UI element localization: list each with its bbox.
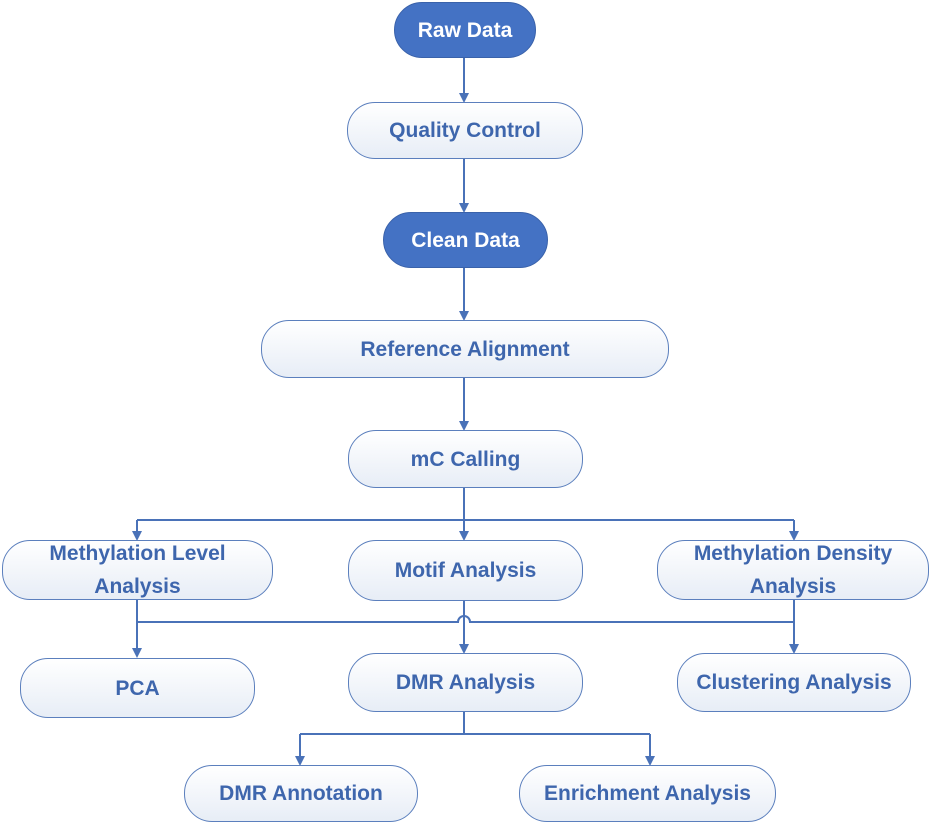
motif-analysis-label: Motif Analysis [394,559,537,582]
enrichment-analysis-label: Enrichment Analysis [544,782,751,805]
quality-control-node: Quality Control [347,102,583,159]
clean-data-node: Clean Data [383,212,548,268]
dmr-annotation-node: DMR Annotation [184,765,418,822]
dmr-analysis-label: DMR Analysis [395,671,536,694]
pca-label: PCA [115,676,160,700]
methylation-level-label-line1: Methylation Level [49,542,226,565]
mc-calling-label: mC Calling [410,447,521,471]
clean-data-label: Clean Data [411,228,520,252]
methylation-density-label-line2: Analysis [749,575,837,598]
pca-node: PCA [20,658,255,718]
methylation-level-label-line2: Analysis [94,575,181,598]
clustering-analysis-label: Clustering Analysis [696,671,892,694]
dmr-annotation-label: DMR Annotation [219,782,383,805]
reference-alignment-node: Reference Alignment [261,320,669,378]
dmr-analysis-node: DMR Analysis [348,653,583,712]
quality-control-label: Quality Control [389,119,541,142]
motif-analysis-node: Motif Analysis [348,540,583,601]
enrichment-analysis-node: Enrichment Analysis [519,765,776,822]
clustering-analysis-node: Clustering Analysis [677,653,911,712]
connector-branch-bar-middle [137,615,794,623]
raw-data-node: Raw Data [394,2,536,58]
methylation-level-analysis-node: Methylation Level Analysis [2,540,273,600]
reference-alignment-label: Reference Alignment [360,337,570,361]
methylation-density-label-line1: Methylation Density [693,542,893,565]
mc-calling-node: mC Calling [348,430,583,488]
raw-data-label: Raw Data [417,18,513,42]
methylation-density-analysis-node: Methylation Density Analysis [657,540,929,600]
